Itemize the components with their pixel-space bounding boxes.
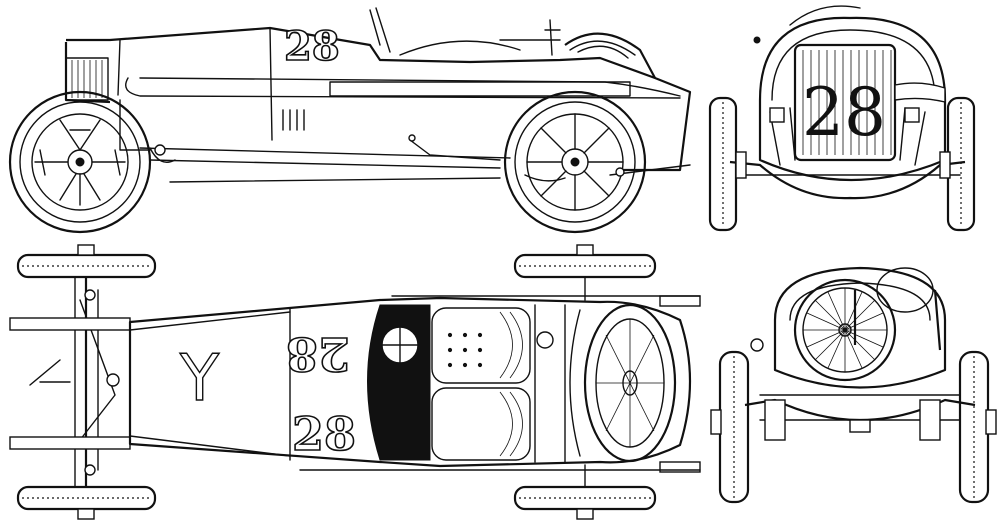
- front-left-wheel: [708, 96, 747, 232]
- front-right-wheel: [939, 96, 976, 232]
- top-front-left-wheel: [16, 244, 157, 279]
- spare-wheel: [569, 303, 677, 463]
- side-race-number: 28: [284, 23, 340, 70]
- side-rear-wheel: [503, 90, 647, 234]
- top-rear-right-wheel: [513, 485, 657, 520]
- rear-spare-wheel: [793, 278, 897, 382]
- seat-left: [431, 307, 531, 384]
- top-front-right-wheel: [16, 485, 157, 520]
- seat-right: [431, 387, 531, 461]
- hood-letter: Y: [179, 342, 220, 416]
- front-race-number: 28: [802, 74, 886, 151]
- rear-view: [710, 266, 997, 504]
- top-race-number-upper: 28: [286, 327, 350, 381]
- top-race-number-lower: 28: [292, 407, 356, 461]
- rear-left-wheel: [710, 350, 750, 504]
- side-view: 28: [8, 7, 692, 234]
- hood-vents: [282, 109, 305, 131]
- rear-right-wheel: [958, 350, 997, 504]
- front-radiator-grille: [802, 50, 892, 155]
- top-rear-left-wheel: [513, 244, 657, 279]
- front-view: 28: [708, 5, 976, 232]
- side-front-wheel: [8, 90, 152, 234]
- top-view: Y 28 28: [9, 244, 701, 520]
